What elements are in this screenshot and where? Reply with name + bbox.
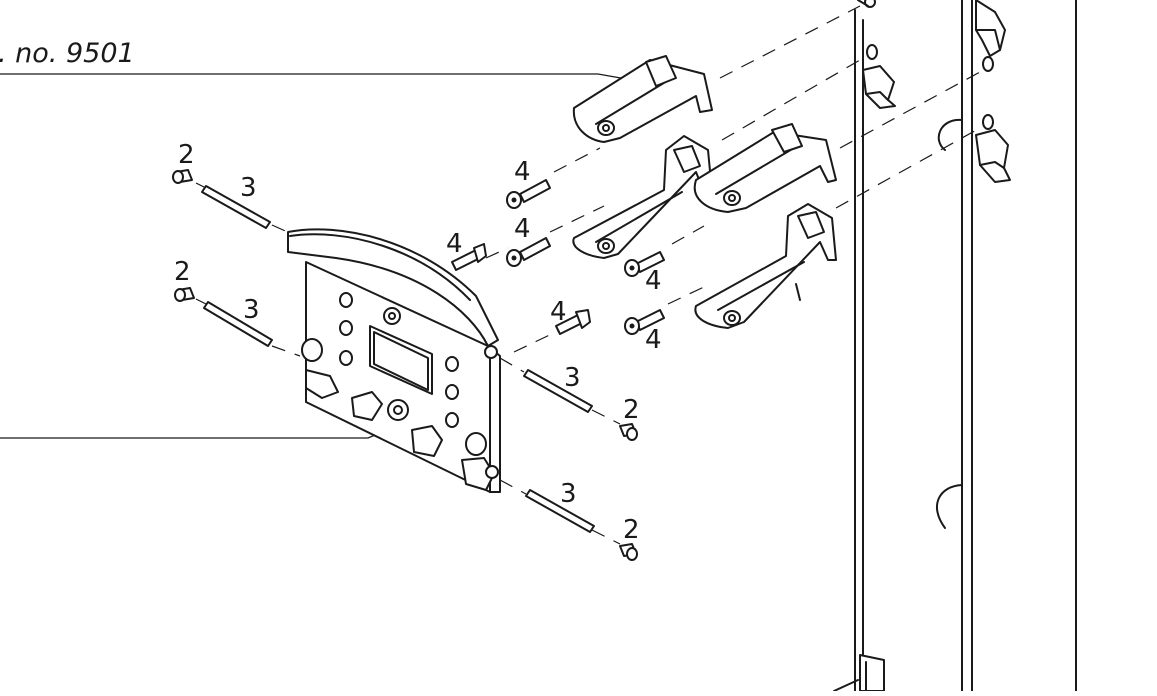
screw-3	[619, 423, 638, 441]
bracket-lower	[694, 203, 837, 329]
callout-4: 4	[514, 214, 531, 244]
leader-line-bottom	[0, 427, 393, 439]
bolt-1	[506, 179, 551, 209]
callout-4: 4	[550, 297, 567, 327]
bracket-mid-right	[693, 123, 837, 213]
pin-1	[201, 185, 271, 229]
screw-1	[172, 169, 193, 184]
callout-3: 3	[243, 295, 260, 325]
screw-4	[619, 543, 638, 561]
callout-3: 3	[240, 173, 257, 203]
bracket-mid-left	[572, 135, 713, 259]
callout-3: 3	[560, 479, 577, 509]
callouts: 2 3 2 3 4 4 4 4 4 4 3 2 3 2	[174, 140, 662, 545]
frame-clip-mid-right	[975, 129, 1011, 183]
bolt-5	[624, 251, 665, 277]
callout-2: 2	[174, 257, 191, 287]
frame-clip-upper	[862, 65, 896, 109]
callout-4: 4	[645, 325, 662, 355]
bracket-top	[572, 55, 713, 143]
callout-2: 2	[623, 395, 640, 425]
title-text: . no. 9501	[0, 38, 135, 69]
bolt-4	[555, 309, 591, 335]
alignment-lines	[195, 5, 981, 545]
bolt-3	[451, 243, 487, 271]
cabinet-frame	[833, 0, 1077, 692]
bolt-6	[624, 309, 665, 335]
leader-line-top	[0, 73, 633, 81]
bolt-2	[506, 237, 551, 267]
frame-clip-top-right	[975, 0, 1006, 57]
pin-4	[525, 489, 595, 533]
screw-2	[174, 287, 195, 302]
callout-4: 4	[514, 157, 531, 187]
mounting-plate	[287, 228, 501, 493]
callout-4: 4	[446, 229, 463, 259]
pin-3	[523, 369, 593, 413]
callout-2: 2	[178, 140, 195, 170]
callout-3: 3	[564, 363, 581, 393]
pin-2	[203, 301, 273, 347]
callout-4: 4	[645, 266, 662, 296]
callout-2: 2	[623, 515, 640, 545]
